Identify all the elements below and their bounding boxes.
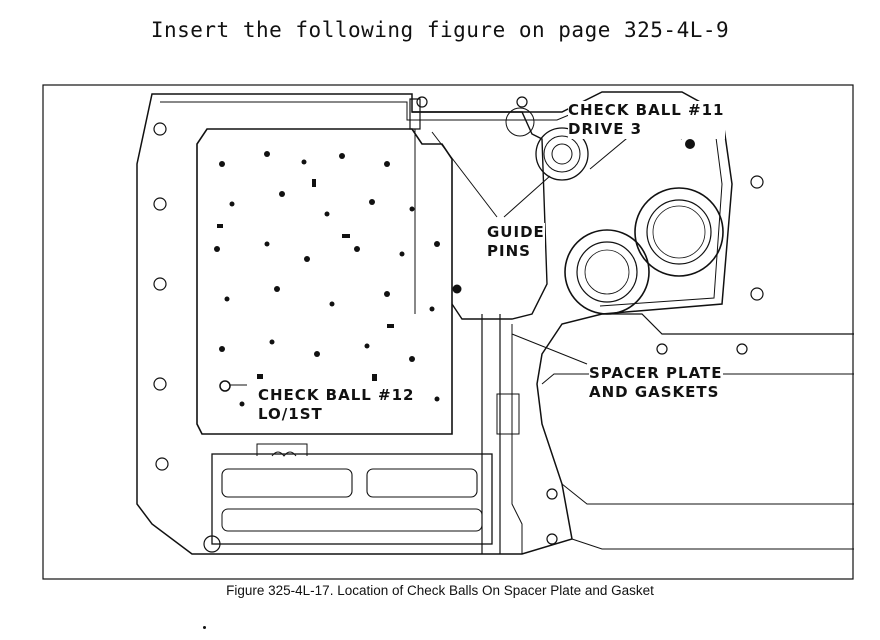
check-ball-11-label: CHECK BALL #11 DRIVE 3	[568, 101, 725, 139]
spacer-plate-line1: SPACER PLATE	[589, 364, 723, 382]
case-outline	[136, 91, 733, 555]
check-ball-12-label: CHECK BALL #12 LO/1ST	[258, 386, 415, 424]
stray-mark	[203, 626, 206, 629]
spacer-plate-line2: AND GASKETS	[589, 383, 720, 401]
guide-pins-label: GUIDE PINS	[487, 223, 545, 261]
figure-caption: Figure 325-4L-17. Location of Check Ball…	[226, 583, 654, 598]
guide-pins-line2: PINS	[487, 242, 531, 260]
check-ball-12-line2: LO/1ST	[258, 405, 323, 423]
check-ball-11-line2: DRIVE 3	[568, 120, 643, 138]
check-ball-11-line1: CHECK BALL #11	[568, 101, 725, 119]
check-ball-12-line1: CHECK BALL #12	[258, 386, 415, 404]
guide-pins-line1: GUIDE	[487, 223, 545, 241]
servo-circle-large	[634, 187, 724, 277]
valve-body-holes	[214, 151, 462, 417]
page-header: Insert the following figure on page 325-…	[150, 18, 730, 42]
spacer-plate-label: SPACER PLATE AND GASKETS	[589, 364, 723, 402]
case-bolts	[153, 96, 764, 553]
valve-body-illustration	[42, 84, 854, 580]
servo-circle-small	[564, 229, 650, 315]
spacer-plate	[196, 128, 453, 435]
